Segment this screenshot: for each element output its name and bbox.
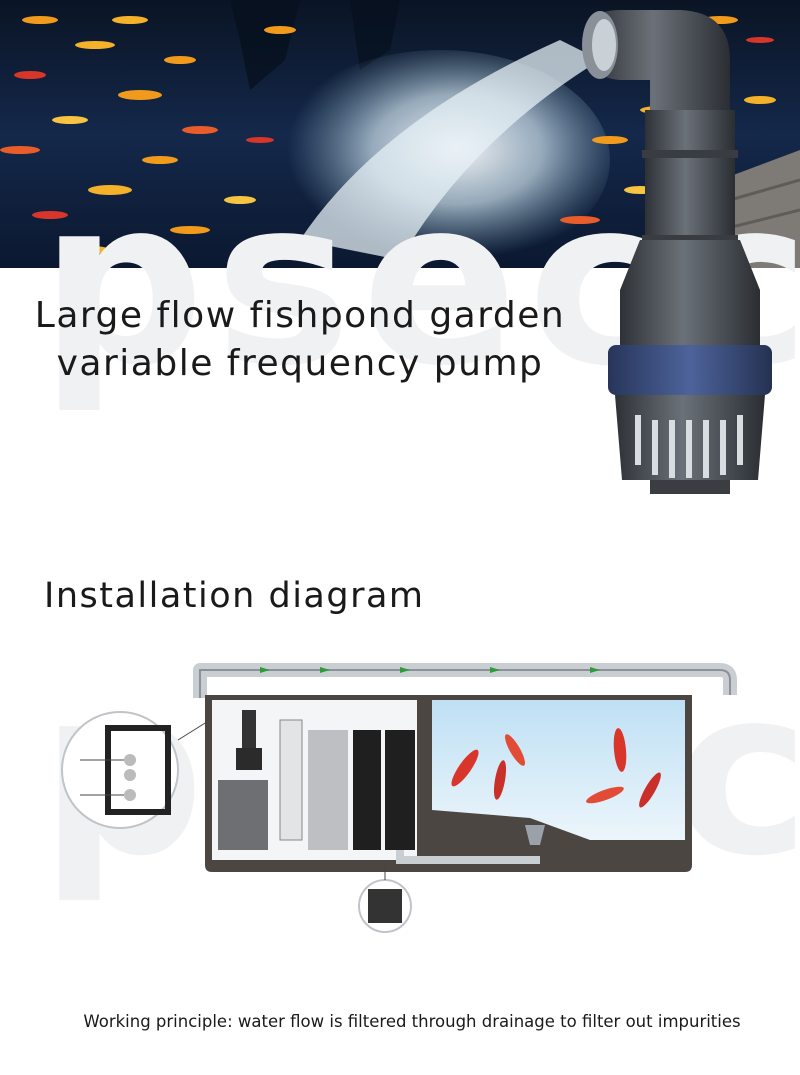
product-title-line2: variable frequency pump: [56, 343, 544, 384]
installation-diagram-title: Installation diagram: [44, 576, 425, 616]
working-principle-caption: Working principle: water flow is filtere…: [83, 1012, 741, 1031]
product-title: Large flow fishpond garden variable freq…: [0, 292, 600, 388]
pump-product-image: [560, 0, 800, 500]
product-title-line1: Large flow fishpond garden: [34, 295, 566, 336]
installation-diagram: [60, 650, 740, 940]
